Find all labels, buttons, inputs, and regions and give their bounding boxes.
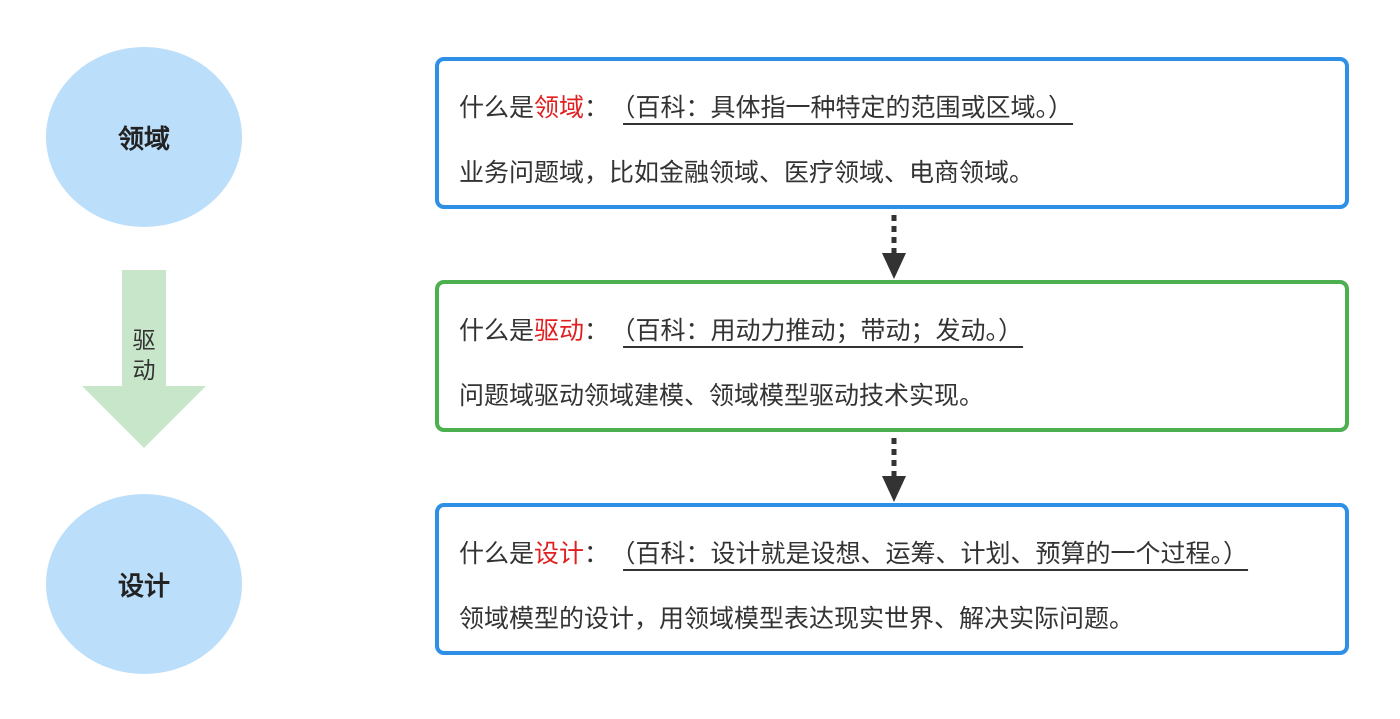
dotted-arrow-icon: [882, 438, 906, 502]
design-circle: 设计: [46, 494, 242, 674]
drive-heading-term: 驱动: [534, 316, 585, 345]
connector-drive-to-design: [880, 436, 908, 504]
connector-domain-to-drive: [880, 213, 908, 281]
domain-encyclopedia-note: （百科：具体指一种特定的范围或区域。）: [623, 93, 1074, 122]
design-circle-label: 设计: [117, 571, 170, 602]
domain-definition-box: 什么是领域： （百科：具体指一种特定的范围或区域。） 业务问题域，比如金融领域、医…: [435, 57, 1349, 209]
dotted-arrow-icon: [882, 215, 906, 279]
drive-arrow: 驱 动: [82, 270, 206, 448]
domain-heading-prefix: 什么是: [459, 93, 535, 122]
design-heading-prefix: 什么是: [459, 539, 535, 568]
drive-description: 问题域驱动领域建模、领域模型驱动技术实现。: [459, 381, 985, 410]
domain-description: 业务问题域，比如金融领域、医疗领域、电商领域。: [459, 158, 1035, 187]
drive-heading-colon: ：: [584, 316, 610, 345]
drive-arrow-label-char-1: 驱: [132, 328, 156, 354]
drive-arrow-label-char-2: 动: [132, 358, 156, 384]
down-arrow-icon: [82, 270, 206, 448]
design-heading-term: 设计: [534, 539, 585, 568]
domain-definition-heading: 什么是领域： （百科：具体指一种特定的范围或区域。）: [459, 90, 1087, 126]
domain-heading-colon: ：: [584, 93, 610, 122]
drive-arrow-label: 驱 动: [82, 326, 206, 386]
design-definition-heading: 什么是设计： （百科：设计就是设想、运筹、计划、预算的一个过程。）: [459, 536, 1262, 572]
design-heading-colon: ：: [584, 539, 610, 568]
drive-heading-prefix: 什么是: [459, 316, 535, 345]
domain-circle-label: 领域: [117, 124, 170, 155]
domain-heading-term: 领域: [534, 93, 585, 122]
drive-definition-heading: 什么是驱动： （百科：用动力推动；带动；发动。）: [459, 313, 1037, 349]
design-description: 领域模型的设计，用领域模型表达现实世界、解决实际问题。: [459, 604, 1135, 633]
domain-circle: 领域: [46, 47, 242, 227]
drive-definition-box: 什么是驱动： （百科：用动力推动；带动；发动。） 问题域驱动领域建模、领域模型驱动…: [435, 280, 1349, 432]
design-encyclopedia-note: （百科：设计就是设想、运筹、计划、预算的一个过程。）: [623, 539, 1249, 568]
drive-encyclopedia-note: （百科：用动力推动；带动；发动。）: [623, 316, 1024, 345]
design-definition-box: 什么是设计： （百科：设计就是设想、运筹、计划、预算的一个过程。） 领域模型的设计…: [435, 503, 1349, 655]
